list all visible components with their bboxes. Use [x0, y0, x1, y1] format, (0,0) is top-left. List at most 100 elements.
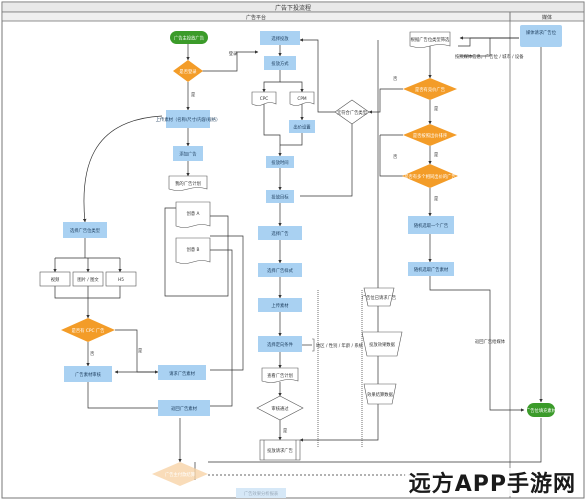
node-text: 选择广告位类型: [70, 227, 101, 234]
node-text: 地区 / 性别 / 年龄 / 系统: [316, 342, 364, 349]
lane-label-media: 媒体: [542, 14, 552, 21]
node-text: 上传素材（名称/尺寸/内容/规格）: [156, 116, 221, 123]
node-text: 广告素材审核: [75, 371, 101, 378]
process-ad-review: [64, 366, 112, 382]
decision-bottom-faded: [152, 462, 208, 486]
node-text: 视频: [51, 276, 60, 283]
lane-label-platform: 广告平台: [246, 14, 266, 21]
node-text: 效果结算数据: [367, 391, 393, 398]
process-push-time: [266, 156, 294, 168]
process-slot-type: [63, 222, 107, 238]
manual-ad-slot-ready: [363, 287, 395, 307]
node-text: CPC: [260, 96, 269, 102]
edge-label: 否: [393, 154, 398, 160]
node-text: 查看广告计划: [267, 372, 293, 379]
process-upload: [166, 110, 210, 128]
node-text: 无符合广告类型: [337, 109, 368, 116]
process-create-ad: [173, 146, 203, 161]
node-text: 创意 A: [187, 210, 200, 217]
node-text: 选择广告: [271, 230, 289, 237]
node-text: 是否有 CPC 广告: [72, 327, 106, 334]
node-text: 广告主投放广告: [174, 35, 205, 42]
annotation-bracket: [312, 338, 315, 352]
watermark-logo: 远方APP手游网: [404, 468, 580, 497]
node-text: 是否按照出价排序: [413, 132, 448, 139]
process-select-push: [260, 31, 300, 45]
node-text: 是否有竞价广告: [415, 86, 446, 93]
edge-label: 登录: [229, 50, 238, 57]
decision-review-pass: [256, 395, 304, 421]
manual-effect-data: [361, 331, 403, 357]
node-text: 广告位已请求广告: [362, 294, 397, 301]
node-text: 请求广告素材: [169, 370, 195, 377]
process-push-request: [259, 439, 301, 461]
node-text: 返回广告素材: [171, 405, 197, 412]
node-text: 审核通过: [271, 405, 289, 412]
node-text: 投放时间: [271, 159, 288, 166]
media-request-node: [520, 25, 562, 47]
manual-bill-data: [363, 383, 397, 405]
node-text: 图片 / 图文: [77, 276, 99, 283]
process-choose-format: [258, 263, 302, 277]
node-text: 创意 B: [187, 246, 200, 253]
node-text: 添加广告: [179, 151, 197, 158]
edge-label: 返回广告给媒体: [475, 338, 506, 345]
process-bottom-faded: [236, 488, 286, 498]
process-pick-highest: [408, 262, 454, 276]
edge-label: 否: [393, 76, 398, 82]
document-filter: [409, 31, 451, 48]
document-view-plan: [261, 367, 299, 383]
node-text: 随机选取广告素材: [414, 266, 449, 273]
node-text: 选择广告样式: [267, 267, 293, 274]
decision-same-bid: [402, 164, 458, 188]
document-ad-plan: [168, 175, 208, 191]
node-text: 投放请求广告: [267, 447, 293, 454]
node-text: 是否登录: [179, 68, 197, 75]
process-set-bid: [289, 120, 315, 133]
node-text: 随机选取一个广告: [414, 222, 449, 229]
format-image-text: [72, 271, 104, 287]
node-text: 投放目标: [271, 194, 289, 201]
node-text: CPM: [297, 96, 307, 102]
node-text: 出价设置: [293, 124, 311, 131]
process-choose-ad: [258, 226, 302, 240]
document-ad-b: [175, 237, 211, 264]
edges: [53, 36, 543, 480]
node-text: 选择投放: [271, 35, 289, 42]
node-text: 广告主付款结算: [165, 471, 196, 478]
node-text: 是否有多个相同出价的广告: [404, 173, 456, 180]
edge-label: 是: [138, 348, 143, 354]
edge-label: 是: [434, 152, 439, 158]
process-push-target: [266, 190, 294, 203]
node-text: 广告位填充素材: [526, 407, 557, 414]
node-text: 投放效果数据: [369, 341, 395, 348]
decision-no-ad-type: [334, 99, 370, 125]
edge-label: 是: [191, 92, 196, 98]
format-video: [39, 271, 71, 287]
end-terminal: [527, 403, 555, 417]
process-request-material: [158, 365, 206, 380]
edge-label: 是: [434, 106, 439, 112]
document-ad-a: [175, 201, 211, 228]
node-text: H5: [118, 277, 124, 283]
node-text: 广告效果分析报表: [244, 490, 279, 497]
node-text: 我的广告计划: [175, 180, 201, 187]
decision-price: [403, 78, 457, 100]
edge-label: 是: [434, 196, 439, 202]
edge-label: 否: [90, 351, 95, 357]
node-text: 根据广告位类型筛选: [411, 36, 450, 43]
process-upload-2: [258, 298, 302, 312]
start-terminal: [170, 31, 208, 44]
node-text: 媒体请求广告位: [526, 29, 557, 36]
process-choose-target: [258, 336, 302, 352]
document-cpm: [289, 91, 315, 106]
node-text: 上传素材: [271, 302, 289, 309]
format-h5: [105, 271, 137, 287]
process-return-material: [158, 400, 210, 416]
edge-note: 按照媒体信息，广告位 / 城市 / 设备: [455, 53, 524, 60]
decision-sort: [403, 124, 457, 146]
document-cpc: [251, 91, 277, 106]
nodes: 广告主投放广告 媒体请求广告位 广告位填充素材 是否登录 登录 是 上传素材（名…: [39, 25, 562, 498]
